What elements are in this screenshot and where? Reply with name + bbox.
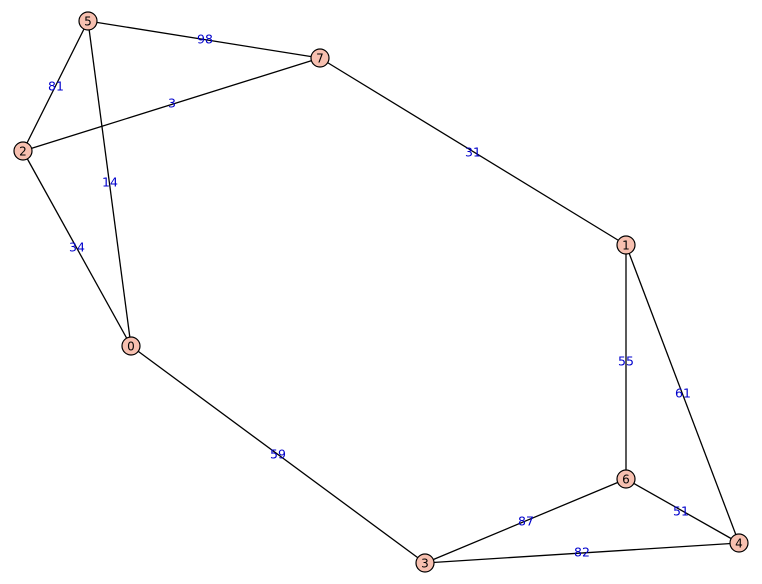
node-3: 3 [415, 553, 435, 573]
edge-weight-7-1: 31 [465, 145, 481, 160]
node-circle-4 [729, 533, 749, 553]
edge-2-7 [22, 57, 321, 152]
node-label-2: 2 [19, 145, 27, 159]
node-circle-5 [78, 11, 98, 31]
edge-0-3 [130, 345, 426, 564]
edge-weight-5-2: 81 [48, 79, 64, 94]
node-label-5: 5 [84, 15, 92, 29]
node-4: 4 [729, 533, 749, 553]
node-circle-2 [13, 141, 33, 161]
node-label-0: 0 [127, 340, 135, 354]
edge-weight-0-3: 59 [270, 447, 286, 462]
node-1: 1 [616, 235, 636, 255]
edge-6-4 [625, 478, 740, 544]
node-circle-3 [415, 553, 435, 573]
node-7: 7 [310, 48, 330, 68]
edge-weight-1-6: 55 [618, 354, 634, 369]
node-2: 2 [13, 141, 33, 161]
edge-3-4 [424, 542, 740, 564]
edge-5-0 [87, 20, 132, 347]
node-circle-6 [616, 469, 636, 489]
node-label-3: 3 [421, 557, 429, 571]
edge-5-7 [87, 20, 321, 59]
edges-layer [22, 20, 740, 564]
edge-weight-2-0: 34 [69, 240, 85, 255]
node-circle-7 [310, 48, 330, 68]
node-label-7: 7 [316, 52, 324, 66]
node-circle-1 [616, 235, 636, 255]
edge-weight-3-6: 87 [518, 514, 534, 529]
edge-7-1 [319, 57, 627, 246]
edge-weight-3-4: 82 [574, 545, 590, 560]
node-0: 0 [121, 336, 141, 356]
edge-weight-5-7: 98 [197, 32, 213, 47]
node-label-4: 4 [735, 537, 743, 551]
edge-2-0 [22, 150, 132, 347]
edge-1-4 [625, 244, 740, 544]
edge-weight-2-7: 3 [168, 96, 176, 111]
edge-3-6 [424, 478, 627, 564]
edge-5-2 [22, 20, 89, 152]
node-label-1: 1 [622, 239, 630, 253]
node-circle-0 [121, 336, 141, 356]
edge-weight-1-4: 61 [675, 386, 691, 401]
node-6: 6 [616, 469, 636, 489]
edge-weight-5-0: 14 [102, 175, 118, 190]
node-5: 5 [78, 11, 98, 31]
node-label-6: 6 [622, 473, 630, 487]
edge-weight-6-4: 51 [673, 504, 689, 519]
